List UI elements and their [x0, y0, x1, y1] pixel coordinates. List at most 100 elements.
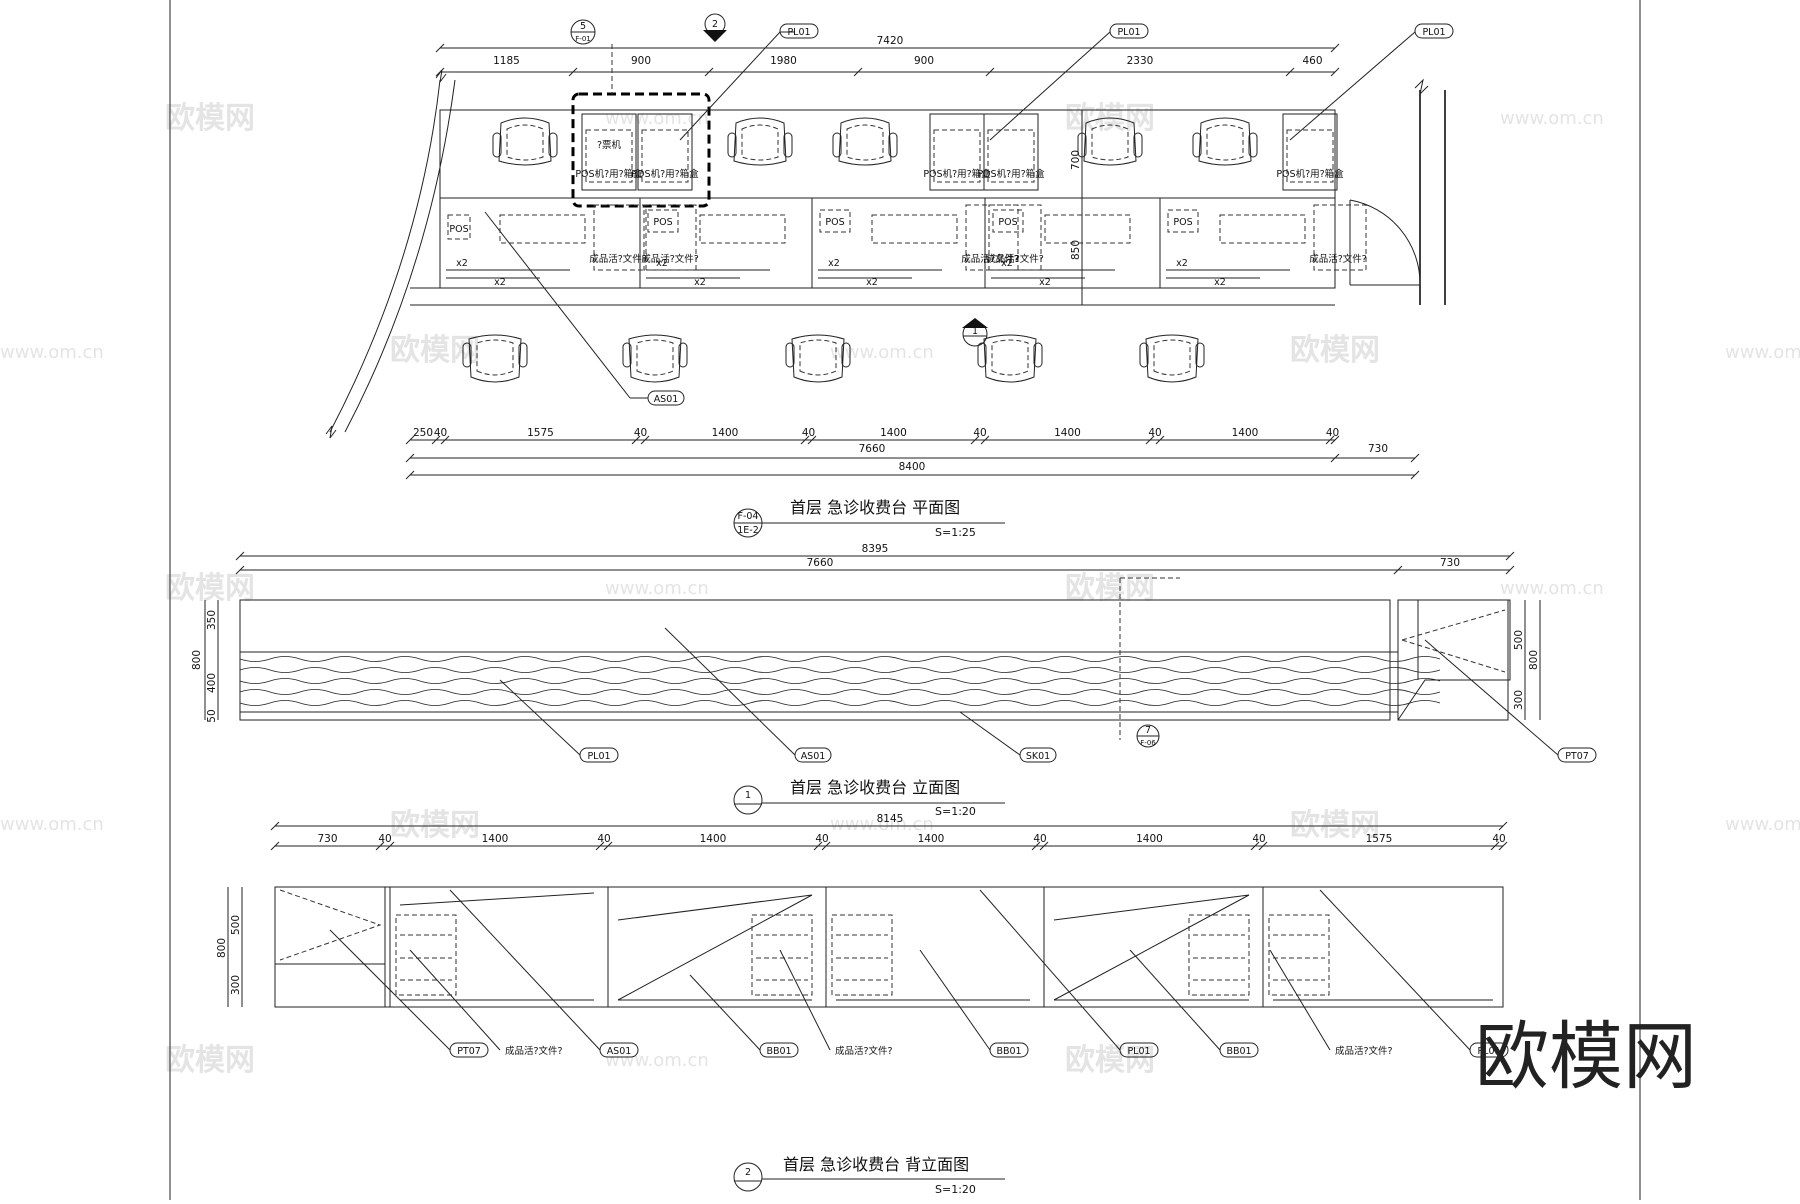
tag-pl01-b: PL01 PL01 — [989, 23, 1454, 141]
leader-line — [449, 889, 601, 1051]
tag-pl01-a: PL01 — [679, 23, 819, 141]
svg-text:7: 7 — [1145, 725, 1151, 736]
elev1-left-dim: 350 — [206, 610, 218, 630]
tag-bubble — [1119, 1042, 1159, 1058]
pos-box-label: POS机?用?箱盒 — [923, 168, 991, 180]
dim-tick — [375, 841, 385, 851]
chair-front-row — [1139, 334, 1205, 383]
dim-tick — [631, 435, 641, 445]
elev2-title: 首层 急诊收费台 背立面图 — [783, 1155, 969, 1174]
dim-tick — [970, 435, 980, 445]
wood-grain — [239, 678, 1441, 684]
dim-tick — [270, 821, 280, 831]
elev1-title-block: 1 首层 急诊收费台 立面图 S=1:20 — [733, 778, 1005, 818]
elev2-marker: 2 — [745, 1167, 751, 1178]
svg-text:1: 1 — [972, 326, 978, 337]
elev2-total: 8145 — [877, 813, 904, 825]
dim-tick — [1410, 453, 1420, 463]
cabinet-inner — [585, 129, 633, 183]
monitor — [699, 214, 786, 244]
dim-tick — [1330, 67, 1340, 77]
dim-tick — [807, 435, 817, 445]
bay-slope — [1053, 894, 1250, 1001]
dim-tick — [440, 435, 450, 445]
leader-line — [979, 889, 1121, 1051]
plan-bottom-total-2: 8400 — [899, 461, 926, 473]
dim-tick — [1145, 435, 1155, 445]
dim-tick — [853, 67, 863, 77]
dim-tick — [405, 470, 415, 480]
elev1-right-dim-1: 500 — [1513, 630, 1525, 650]
chair-arm — [783, 132, 793, 158]
chair-arm — [548, 132, 558, 158]
tag-bubble — [989, 1042, 1029, 1058]
wood-grain — [239, 700, 1441, 706]
dim-tick — [1325, 435, 1335, 445]
x2-label: x2 — [1176, 258, 1188, 269]
chair-front-row — [977, 334, 1043, 383]
svg-text:PT07: PT07 — [1565, 751, 1589, 762]
chair-cushion — [506, 124, 544, 161]
dim-tick — [405, 453, 415, 463]
dim-tick — [985, 67, 995, 77]
dim-tick — [1498, 821, 1508, 831]
fin-label: 成品活?文件? — [589, 253, 647, 265]
elev1-scale: S=1:20 — [935, 805, 976, 818]
plan-marker-bottom: 1E-2 — [737, 525, 759, 536]
leader-line — [1129, 949, 1221, 1051]
plan-bottom-dim: 40 — [1326, 427, 1339, 439]
dim-tick — [235, 551, 245, 561]
chair-arm — [888, 132, 898, 158]
elev2-left-dim-2: 300 — [230, 975, 242, 995]
x2-label: x2 — [828, 258, 840, 269]
callout-elevation-2[interactable]: 2 — [703, 13, 727, 42]
pos-box-label: POS机?用?箱盒 — [631, 168, 699, 180]
plan-top-dim: 1185 — [493, 55, 520, 67]
plan-top-dim: 460 — [1302, 55, 1322, 67]
dim-tick — [1330, 435, 1340, 445]
leader-line — [409, 949, 501, 1051]
callout-section-5[interactable]: 5 F-01 — [570, 19, 613, 94]
elev2-dim: 40 — [815, 833, 828, 845]
leader-line — [919, 949, 991, 1051]
dim-tick — [1330, 43, 1340, 53]
drawer-unit — [1313, 204, 1367, 271]
monitor — [499, 214, 586, 244]
callout-section-7[interactable]: 7 F-06 — [1136, 724, 1160, 748]
drawer-pedestal — [395, 914, 457, 996]
plan-vdim-1: 700 — [1070, 150, 1082, 170]
x2-label: x2 — [1001, 258, 1013, 269]
dim-tick — [1505, 551, 1515, 561]
cabinet-inner — [987, 129, 1035, 183]
tag-bubble — [1219, 1042, 1259, 1058]
svg-text:F-01: F-01 — [575, 35, 590, 43]
watermark-url: www.om.cn — [830, 814, 934, 835]
elev1-tag-pl01: PL01 — [499, 679, 619, 763]
svg-text:F-06: F-06 — [1140, 739, 1156, 747]
dim-tick — [405, 435, 415, 445]
chair-arm — [1248, 132, 1258, 158]
monitor — [1044, 214, 1131, 244]
plan-bottom-dim: 40 — [1148, 427, 1161, 439]
dim-tick — [1330, 453, 1340, 463]
chair-seat — [1145, 334, 1199, 383]
elev1-tag-sk01: SK01 — [959, 711, 1057, 763]
pos-terminal — [647, 209, 679, 233]
chair-cushion — [1206, 124, 1244, 161]
svg-text:5: 5 — [580, 21, 586, 32]
plan-bottom-dim: 40 — [434, 427, 447, 439]
wood-grain — [239, 656, 1441, 662]
dim-tick — [980, 435, 990, 445]
watermark: 欧模网 — [165, 1043, 255, 1078]
chair-seat — [498, 117, 552, 166]
callout-elevation-1[interactable]: 1 — [962, 318, 988, 347]
watermark-url: www.om.cn — [1725, 342, 1800, 363]
chair-back-row — [492, 117, 558, 166]
drawer-unit — [643, 204, 697, 271]
wood-grain — [239, 689, 1441, 695]
x2-label: x2 — [866, 277, 878, 288]
plan-marker-top: F-04 — [738, 511, 759, 522]
drawer-pedestal — [1268, 914, 1330, 996]
